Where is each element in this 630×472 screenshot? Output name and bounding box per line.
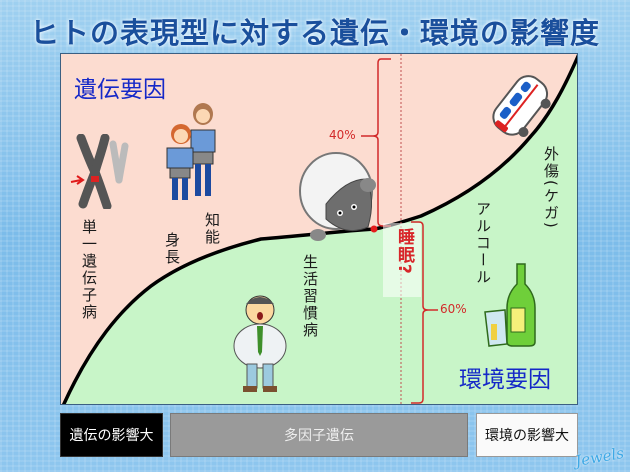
overweight-man-icon	[233, 295, 287, 392]
diagram-panel: 遺伝要因 環境要因	[60, 53, 578, 405]
trait-alcohol: アルコール	[474, 201, 492, 286]
page-title: ヒトの表現型に対する遺伝・環境の影響度	[29, 16, 600, 50]
scale-multifactorial: 多因子遺伝	[170, 413, 468, 457]
trait-single-gene-disease: 単一遺伝子病	[80, 219, 98, 321]
chromosome-icon	[70, 134, 129, 209]
trait-injury: 外傷(ケガ)	[542, 146, 560, 230]
sheep-icon	[299, 152, 376, 241]
wine-bottle-icon	[484, 263, 536, 347]
genetic-region	[61, 54, 577, 404]
sleep-point	[370, 225, 378, 233]
trait-height: 身長	[163, 232, 181, 266]
genetic-factor-label: 遺伝要因	[74, 77, 166, 103]
signature: Jewels	[573, 443, 626, 471]
environmental-factor-label: 環境要因	[459, 367, 551, 393]
trait-intelligence: 知能	[203, 212, 221, 246]
trait-lifestyle-disease: 生活習慣病	[301, 254, 319, 339]
genetic-percentage: 40%	[329, 128, 356, 142]
ambulance-icon	[492, 75, 551, 138]
sleep-label-box	[383, 223, 421, 297]
students-icon	[166, 103, 216, 200]
scale-environment-dominant: 環境の影響大	[476, 413, 578, 457]
scale-genetic-dominant: 遺伝の影響大	[60, 413, 163, 457]
sleep-label: 睡眠?	[394, 228, 414, 275]
environmental-percentage: 60%	[440, 302, 467, 316]
